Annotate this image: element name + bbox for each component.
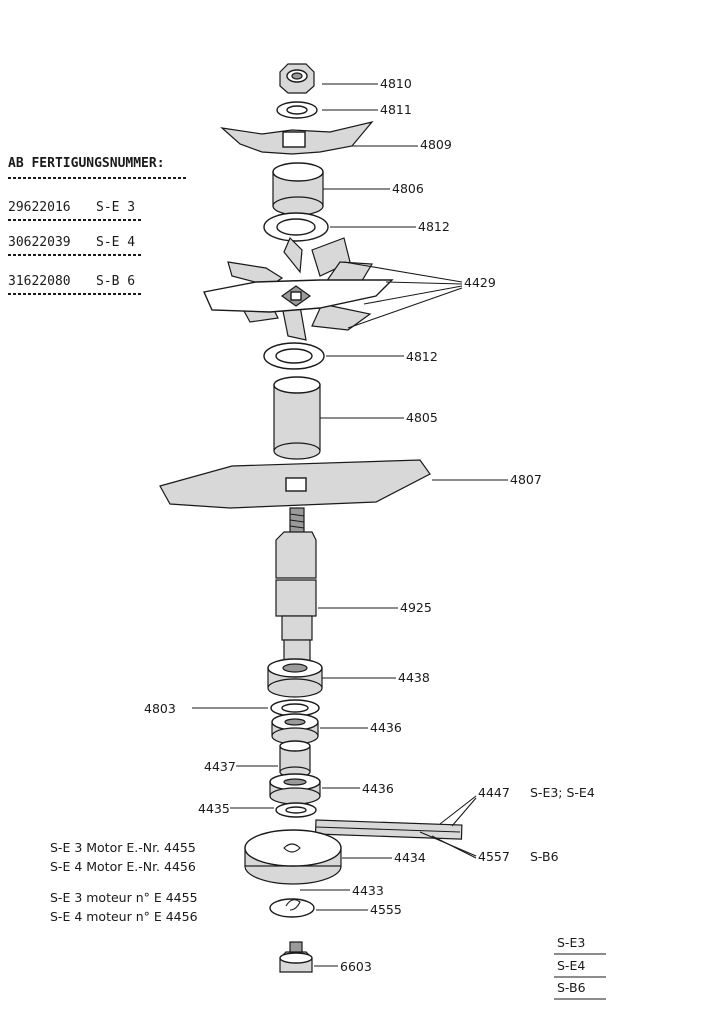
label-4810: 4810 bbox=[380, 76, 412, 91]
label-6603: 6603 bbox=[340, 959, 372, 974]
label-4806: 4806 bbox=[392, 181, 424, 196]
fertigungsnummer-3: 31622080 bbox=[8, 274, 71, 289]
shaft-4925 bbox=[275, 507, 317, 663]
motor-note-4: S-E 4 moteur n° E 4456 bbox=[50, 909, 198, 924]
label-4803: 4803 bbox=[144, 701, 176, 716]
nut-4810 bbox=[279, 63, 315, 94]
label-4811: 4811 bbox=[380, 102, 412, 117]
seal-4436-lower bbox=[269, 773, 321, 805]
model-2: S-E 4 bbox=[96, 235, 135, 250]
label-4447-models: S-E3; S-E4 bbox=[530, 785, 595, 800]
header-title: AB FERTIGUNGSNUMMER: bbox=[8, 156, 165, 171]
bushing-4806 bbox=[272, 162, 324, 216]
label-4436-lower: 4436 bbox=[362, 781, 394, 796]
label-4805: 4805 bbox=[406, 410, 438, 425]
washer-4555 bbox=[269, 898, 315, 918]
fertigungsnummer-2: 30622039 bbox=[8, 235, 71, 250]
label-4433: 4433 bbox=[352, 883, 384, 898]
spacer-4437 bbox=[279, 740, 311, 778]
model-3: S-B 6 bbox=[96, 274, 135, 289]
label-4557: 4557 bbox=[478, 849, 510, 864]
label-4812-lower: 4812 bbox=[406, 349, 438, 364]
label-4557-model: S-B6 bbox=[530, 849, 559, 864]
star-blade-4429 bbox=[203, 236, 394, 341]
label-4807: 4807 bbox=[510, 472, 542, 487]
main-blade-4807 bbox=[159, 459, 431, 509]
model-1: S-E 3 bbox=[96, 200, 135, 215]
label-4447: 4447 bbox=[478, 785, 510, 800]
bearing-4438 bbox=[267, 658, 323, 698]
models-box: S-E3 S-E4 S-B6 bbox=[554, 935, 606, 1000]
models-box-3: S-B6 bbox=[557, 980, 586, 995]
label-4436-upper: 4436 bbox=[370, 720, 402, 735]
label-4812-upper: 4812 bbox=[418, 219, 450, 234]
label-4434: 4434 bbox=[394, 850, 426, 865]
motor-note-1: S-E 3 Motor E.-Nr. 4455 bbox=[50, 840, 196, 855]
models-box-2: S-E4 bbox=[557, 958, 585, 973]
seal-4436-upper bbox=[271, 713, 319, 745]
label-4429: 4429 bbox=[464, 275, 496, 290]
pulley-4434 bbox=[244, 819, 463, 885]
ring-4435 bbox=[275, 802, 317, 818]
label-4437: 4437 bbox=[204, 759, 236, 774]
label-4435: 4435 bbox=[198, 801, 230, 816]
motor-note-2: S-E 4 Motor E.-Nr. 4456 bbox=[50, 859, 196, 874]
washer-4812-upper bbox=[263, 212, 329, 242]
label-4809: 4809 bbox=[420, 137, 452, 152]
blade-4809 bbox=[220, 120, 374, 155]
washer-4811 bbox=[276, 101, 318, 119]
label-4555: 4555 bbox=[370, 902, 402, 917]
ring-4803 bbox=[270, 699, 320, 717]
models-box-1: S-E3 bbox=[557, 935, 585, 950]
bolt-6603 bbox=[279, 941, 313, 973]
sleeve-4805 bbox=[273, 376, 321, 460]
fertigungsnummer-1: 29622016 bbox=[8, 200, 71, 215]
label-4438: 4438 bbox=[398, 670, 430, 685]
washer-4812-lower bbox=[263, 342, 325, 370]
motor-note-3: S-E 3 moteur n° E 4455 bbox=[50, 890, 198, 905]
label-4925: 4925 bbox=[400, 600, 432, 615]
